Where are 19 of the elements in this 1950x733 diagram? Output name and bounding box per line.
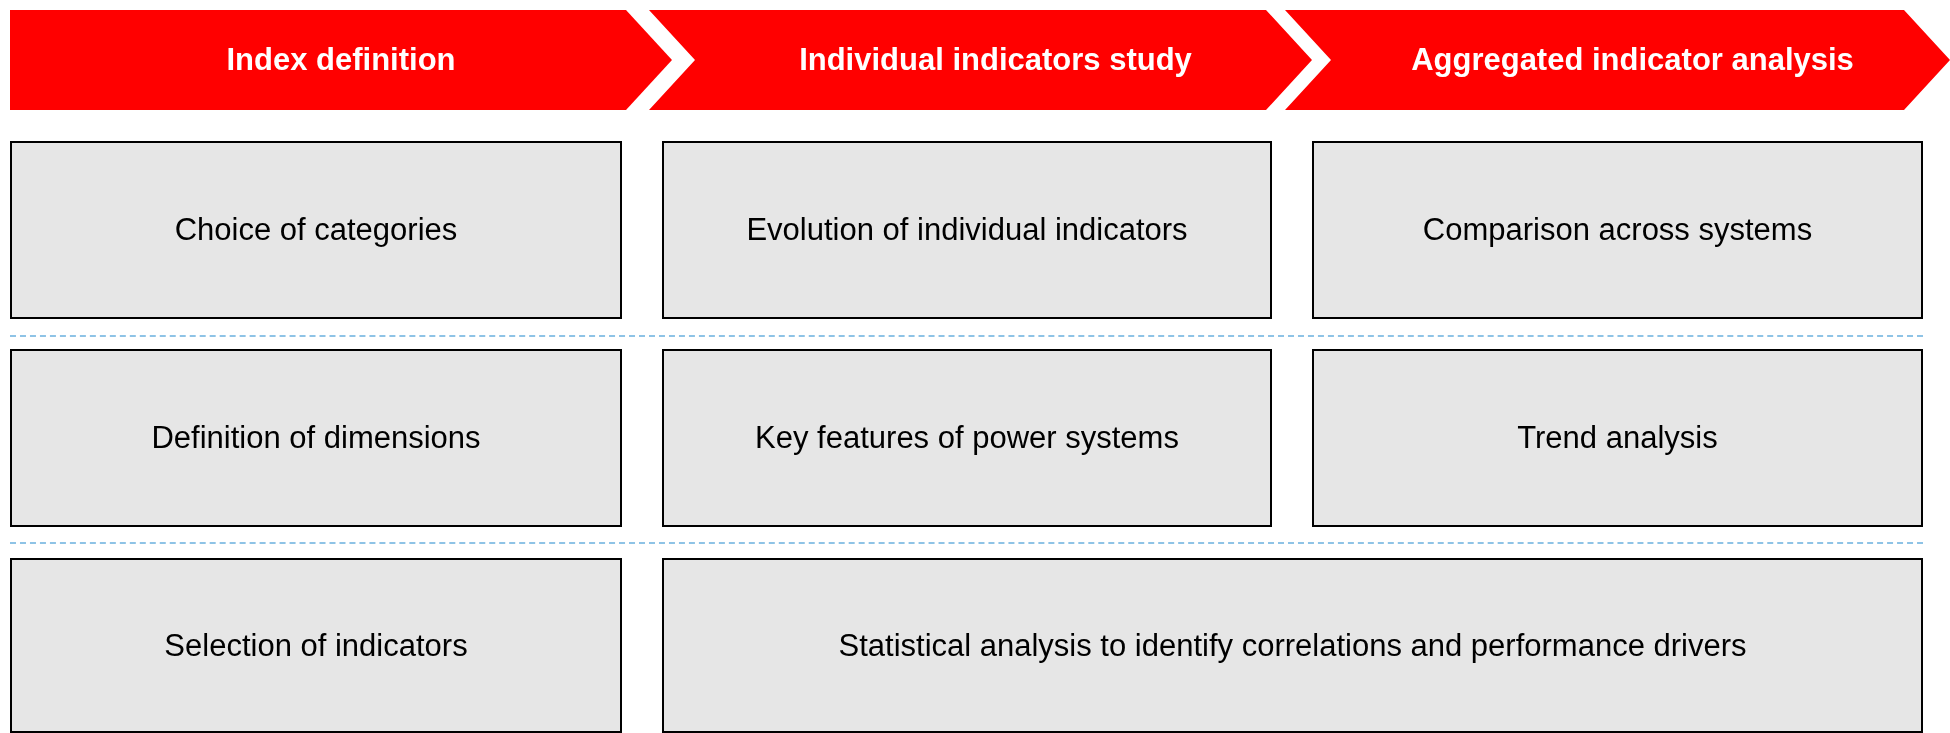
process-box (1312, 141, 1923, 319)
step-label: Evolution of individual indicators (745, 212, 1189, 248)
process-box (10, 141, 622, 319)
process-box (662, 558, 1923, 733)
process-box (1312, 349, 1923, 527)
step-label: Selection of indicators (163, 627, 469, 664)
step-label: Definition of dimensions (150, 420, 482, 456)
step-label: Choice of categories (173, 212, 459, 248)
process-box (10, 349, 622, 527)
step-label: Trend analysis (1516, 420, 1719, 456)
process-box (662, 349, 1272, 527)
step-label: Comparison across systems (1421, 212, 1814, 248)
phase-heading: Aggregated indicator analysis (1411, 42, 1854, 78)
phase-heading: Index definition (226, 42, 456, 78)
step-label: Statistical analysis to identify correlations and performance drivers (837, 627, 1748, 664)
process-box (662, 141, 1272, 319)
step-label: Key features of power systems (754, 420, 1180, 456)
phase-heading: Individual indicators study (799, 42, 1192, 78)
process-box (10, 558, 622, 733)
